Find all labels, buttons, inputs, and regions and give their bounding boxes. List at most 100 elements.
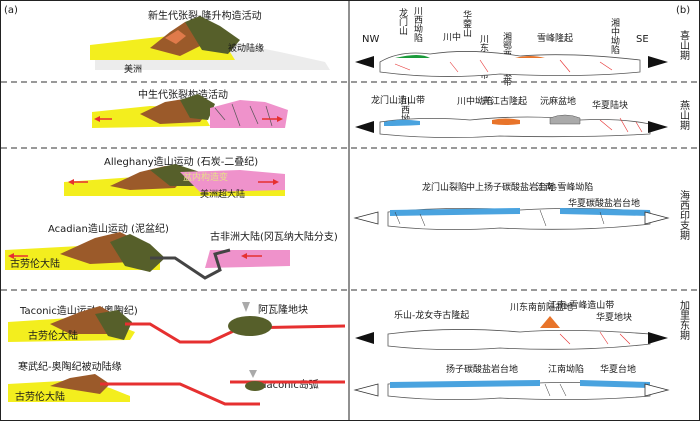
period-hercynian: 海西印支期 — [678, 189, 690, 241]
b-nw: NW — [362, 34, 379, 45]
him-arrow-left — [355, 56, 374, 68]
yan-kaijiang: 开江古隆起 — [482, 95, 527, 107]
b-yanshan-section: 龙门山造山带 川西坳陷 川中坳陷 开江古隆起 沅麻盆地 华夏陆块 — [355, 94, 668, 138]
cal1-leshan: 乐山-龙女寺古隆起 — [394, 309, 469, 321]
a-row4-laurentia: 古劳伦大陆 — [10, 257, 60, 270]
yan-chuanxi: 川西坳陷 — [399, 96, 410, 133]
her-arrow-left — [353, 211, 379, 225]
yan-blue-layer — [384, 119, 420, 126]
row5-olive — [95, 310, 132, 340]
cal1-jiangnan: 江南-雪峰造山带 — [548, 299, 614, 311]
row2-olive — [180, 94, 215, 120]
cal1-huaxia: 华夏地块 — [596, 311, 632, 323]
cal1-arrow-left — [355, 332, 374, 344]
cal2-blue-layer-2 — [580, 380, 650, 388]
row2-pink — [210, 100, 288, 128]
avalon-block — [228, 316, 272, 336]
her-arrow-right — [644, 211, 670, 225]
yan-faults — [599, 117, 643, 133]
b-himalayan-section: NW SE 龙门山 川西坳陷 川中 华蓥山 川东褶皱带 湘鄂西褶皱带 雪峰隆起 … — [355, 6, 668, 87]
a-row1-continent: 美洲 — [124, 63, 142, 75]
yan-longmenshan: 龙门山造山带 — [371, 94, 425, 106]
him-arrow-right — [648, 56, 668, 68]
him-section-body — [379, 51, 641, 77]
yan-yuanma: 沅麻盆地 — [540, 95, 576, 107]
her-blue-layer-2 — [560, 208, 650, 216]
cal2-huaxia: 华夏台地 — [600, 363, 636, 375]
her-huaxia: 华夏碳酸盐岩台地 — [568, 197, 640, 209]
row3-arrowhead-right — [273, 179, 279, 185]
a-row6-arc: Taconic岛弧 — [261, 378, 319, 391]
him-chuanzhong: 川中 — [443, 31, 461, 43]
cal1-orogen — [540, 316, 560, 328]
orogen-orange — [165, 30, 186, 44]
row3-arrowhead-left — [68, 179, 74, 185]
orogen-olive — [185, 16, 240, 54]
a-row3-title: Alleghany造山运动 (石炭-二叠纪) — [104, 155, 258, 168]
cal2-blue-layer-1 — [390, 380, 540, 388]
row6-brown — [50, 374, 110, 394]
a-row2-title: 中生代张裂构造活动 — [138, 88, 228, 101]
row2-arrowhead-right — [277, 116, 283, 122]
row4-slab — [150, 248, 231, 280]
him-faults — [394, 59, 613, 73]
period-himalayan: 喜山期 — [678, 29, 690, 61]
period-yanshan: 燕山期 — [678, 100, 690, 131]
a-row6-title: 寒武纪-奥陶纪被动陆缘 — [18, 360, 122, 373]
him-green-layer — [395, 55, 430, 58]
panel-b-label: (b) — [676, 5, 690, 16]
a-row6-laurentia: 古劳伦大陆 — [15, 390, 65, 403]
a-row1-section: 新生代张裂-隆升构造活动 被动陆缘 美洲 — [90, 9, 330, 75]
cal1-section-body — [387, 329, 651, 350]
her-jiangnan: 江南-雪峰坳陷 — [536, 181, 593, 193]
row4-pink — [205, 250, 290, 268]
a-row3-section: Alleghany造山运动 (石炭-二叠纪) 盆内构造变 美洲超大陆 — [64, 155, 285, 200]
row2-arrowhead-left — [94, 116, 100, 122]
him-chuanxi: 川西坳陷 — [412, 6, 423, 43]
her-blue-layer-1 — [390, 208, 520, 216]
row4-arrowhead-right — [241, 253, 247, 259]
yan-section-body — [379, 116, 651, 138]
him-xiangzhong: 湘中坳陷 — [609, 17, 620, 55]
a-row4-africa: 古非洲大陆(冈瓦纳大陆分支) — [210, 230, 338, 243]
cal2-arrow-right — [644, 383, 670, 397]
yan-basin — [549, 114, 581, 125]
cal2-yangzi: 扬子碳酸盐岩台地 — [446, 363, 518, 375]
yan-chuanzhong: 川中坳陷 — [457, 95, 493, 107]
him-xuefeng: 雪峰隆起 — [537, 32, 573, 44]
yan-arrow-left — [355, 121, 374, 133]
a-row2-section: 中生代张裂构造活动 — [92, 88, 288, 128]
yan-huaxia: 华夏陆块 — [592, 99, 628, 111]
a-row3-basin: 盆内构造变 — [183, 171, 228, 183]
a-row3-continent: 美洲超大陆 — [200, 188, 245, 200]
a-row5-laurentia: 古劳伦大陆 — [28, 329, 78, 342]
row6-volcano-icon — [249, 370, 257, 378]
yan-arrow-right — [648, 121, 668, 133]
row3-olive — [150, 164, 200, 186]
him-longmenshan: 龙门山 — [397, 7, 408, 35]
b-hercynian-section: 龙门山裂陷 中上扬子碳酸盐岩台地 江南-雪峰坳陷 华夏碳酸盐岩台地 — [353, 181, 670, 230]
period-caledonian: 加里东期 — [678, 300, 690, 341]
row4-arrowhead-left — [8, 253, 14, 259]
cal1-faults — [559, 331, 631, 345]
a-row1-passive: 被动陆缘 — [228, 42, 264, 54]
cal1-chuandongnan: 川东南前陆盆地 — [510, 301, 573, 313]
period-labels: 喜山期 燕山期 海西印支期 加里东期 — [678, 29, 690, 341]
him-huaying: 华蓥山 — [461, 9, 472, 37]
a-row1-title: 新生代张裂-隆升构造活动 — [148, 9, 262, 22]
a-row4-section: Acadian造山运动 (泥盆纪) 古非洲大陆(冈瓦纳大陆分支) 古劳伦大陆 — [5, 222, 338, 280]
b-se: SE — [636, 34, 649, 45]
row4-olive — [110, 234, 165, 272]
a-row6-section: 寒武纪-奥陶纪被动陆缘 Taconic岛弧 古劳伦大陆 — [8, 360, 345, 406]
a-row5-avalon: 阿瓦隆地块 — [258, 303, 308, 316]
him-orange-layer — [515, 56, 545, 58]
her-faults — [394, 209, 605, 227]
cal2-arrow-left — [353, 383, 379, 397]
her-zhongshang: 中上扬子碳酸盐岩台地 — [466, 181, 556, 193]
row2-faults — [214, 103, 273, 127]
a-row4-title: Acadian造山运动 (泥盆纪) — [48, 222, 169, 235]
taconic-arc — [245, 381, 265, 391]
b-caledonian1-section: 乐山-龙女寺古隆起 川东南前陆盆地 江南-雪峰造山带 华夏地块 — [355, 299, 668, 350]
